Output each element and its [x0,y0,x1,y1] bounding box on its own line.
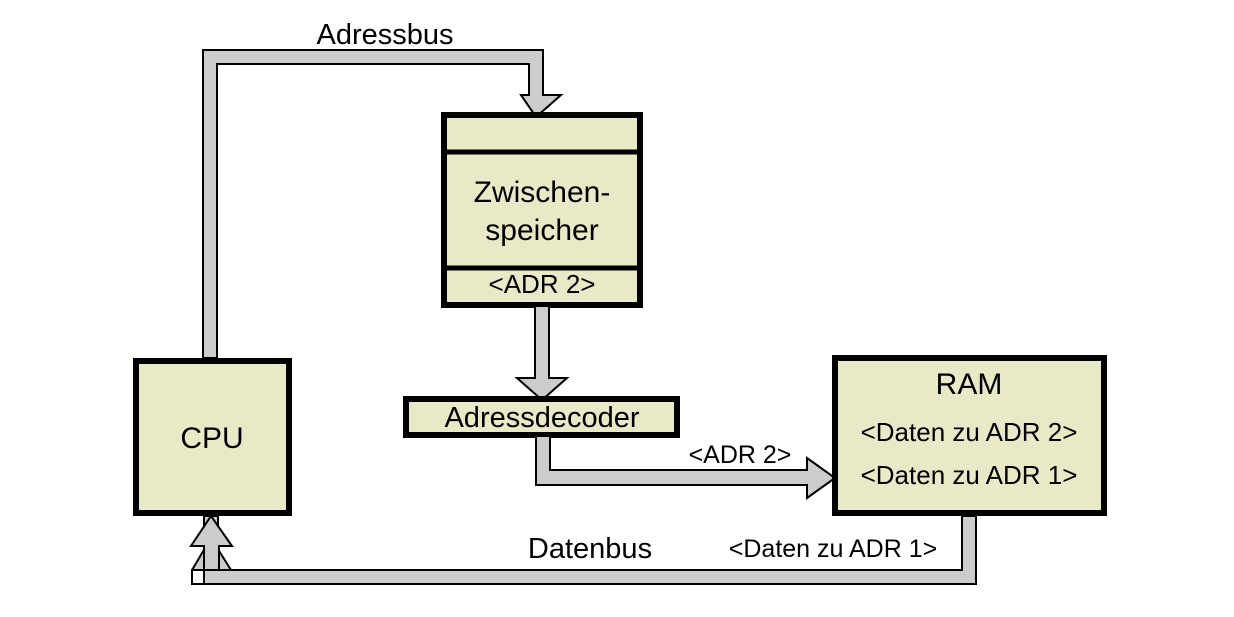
cpu-box[interactable] [133,358,292,516]
data-bus-payload-label: <Daten zu ADR 1> [729,535,937,563]
address-decoder-node[interactable]: Adressdecoder [403,396,680,438]
decoder-to-ram-connector [535,435,837,500]
buffer-label-line2: speicher [485,214,598,247]
data-bus-label: Datenbus [528,533,652,565]
buffer-label-line1: Zwischen- [474,176,611,209]
ram-node[interactable]: RAM <Daten zu ADR 2> <Daten zu ADR 1> [832,355,1107,516]
address-decoder-box[interactable] [403,396,680,438]
data-bus-connector [189,514,977,585]
ram-row-1: <Daten zu ADR 2> [861,417,1078,447]
buffer-node[interactable]: Zwischen- speicher <ADR 2> [441,112,643,308]
buffer-slot-bottom: <ADR 2> [489,269,596,299]
address-bus-path [202,49,564,359]
address-decoder-label: Adressdecoder [444,402,639,434]
buffer-to-decoder-connector [514,305,570,402]
cpu-label: CPU [180,422,243,455]
adr2-transfer-label: <ADR 2> [689,441,792,469]
buffer-to-decoder-arrow [514,305,570,402]
address-bus-connector [202,49,564,359]
data-bus-arrow-tip [189,514,234,571]
decoder-to-ram-arrow [535,435,837,500]
address-bus-label: Adressbus [316,19,453,51]
ram-row-2: <Daten zu ADR 1> [861,460,1078,490]
cpu-node[interactable]: CPU [133,358,292,516]
ram-box[interactable] [832,355,1107,516]
ram-label: RAM [936,368,1003,401]
